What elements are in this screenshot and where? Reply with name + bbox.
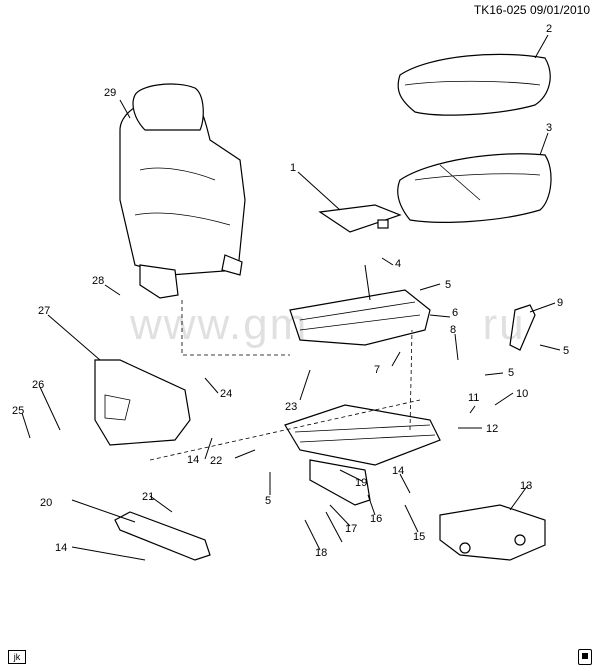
callout-labels: 1 2 3 4 5 5 5 5 6 7 8 9 10 11 12 13 14 1… [12,23,569,559]
heater-pad [318,204,402,233]
callout-19: 19 [355,477,367,489]
callout-26: 26 [32,379,44,391]
callout-13: 13 [520,480,532,492]
callout-3: 3 [546,122,552,134]
callout-23: 23 [285,401,297,413]
callout-4: 4 [395,258,401,270]
seat-cushion-cover [397,53,551,116]
callout-1: 1 [290,162,296,174]
callout-11: 11 [468,392,479,404]
callout-9: 9 [557,297,563,309]
callout-14a: 14 [187,454,199,466]
seat-back [119,83,246,299]
callout-12: 12 [486,423,498,435]
callout-14b: 14 [392,465,404,477]
callout-27: 27 [38,305,50,317]
callout-21: 21 [142,491,154,503]
callout-8: 8 [450,324,456,336]
callout-15: 15 [413,531,425,543]
callout-20: 20 [40,497,52,509]
callout-29: 29 [104,87,116,99]
callout-5c: 5 [508,367,514,379]
callout-17: 17 [345,523,357,535]
callout-18: 18 [315,547,327,559]
callout-6: 6 [452,307,458,319]
callout-5b: 5 [563,345,569,357]
callout-22: 22 [210,455,222,467]
callout-5a: 5 [445,279,451,291]
seat-cushion-pad [397,153,552,223]
motor-assembly [439,504,546,561]
callout-24: 24 [220,388,232,400]
lower-trim-panel [114,511,211,561]
diagram-header: TK16-025 09/01/2010 [474,3,590,17]
watermark: www.gm ru [130,300,526,349]
side-shield [94,359,191,446]
callout-leaders [21,34,561,561]
seat-adjuster-track [284,404,441,506]
diagram-date: 09/01/2010 [529,3,590,17]
corner-icon [578,649,592,665]
callout-14c: 14 [55,542,67,554]
callout-16: 16 [370,513,382,525]
seat-frame [289,264,431,346]
callout-5d: 5 [265,495,271,507]
recliner-handle [509,304,536,351]
corner-badge: jk [8,650,26,664]
callout-28: 28 [92,275,104,287]
callout-10: 10 [516,388,528,400]
callout-7: 7 [374,364,380,376]
callout-2: 2 [546,23,552,35]
diagram-code: TK16-025 [473,3,527,17]
callout-25: 25 [12,405,24,417]
